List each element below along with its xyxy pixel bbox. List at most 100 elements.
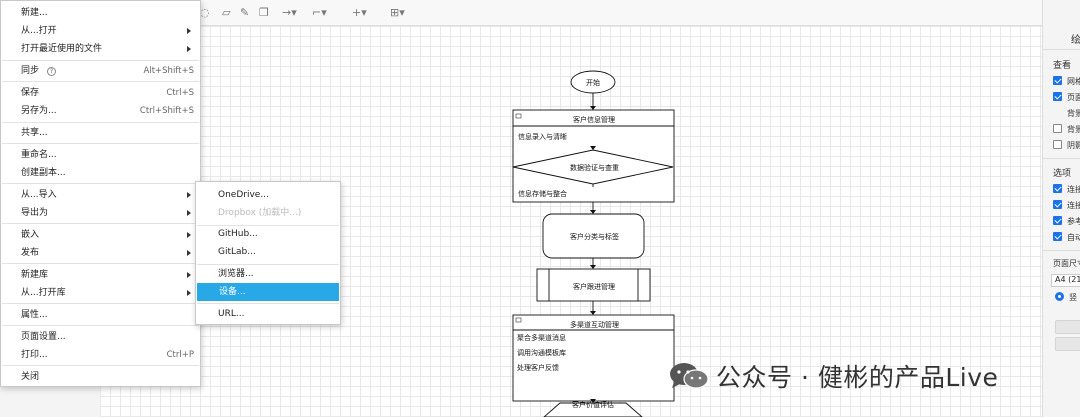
pool2-title: 多渠道互动管理 — [570, 321, 619, 329]
menu-item-open-recent[interactable]: 打开最近使用的文件 — [1, 39, 200, 59]
submenu-item-url[interactable]: URL... — [218, 309, 245, 319]
page-size-select[interactable]: A4 (21 — [1051, 274, 1080, 287]
portrait-radio[interactable] — [1055, 292, 1064, 301]
help-icon[interactable]: ? — [47, 67, 57, 76]
menu-item-close[interactable]: 关闭 — [1, 367, 200, 387]
connection-arrows-label: 连接 — [1067, 185, 1080, 194]
background-label: 背景 — [1067, 109, 1080, 118]
menu-item-new-library[interactable]: 新建库 — [1, 265, 200, 285]
menu-item-label: 新建库 — [21, 270, 49, 280]
menu-item-make-copy[interactable]: 创建副本... — [1, 163, 200, 183]
connection-arrows-checkbox[interactable] — [1053, 184, 1062, 193]
submenu-arrow-icon — [187, 46, 191, 52]
menu-item-label: 保存 — [21, 88, 40, 98]
connection-points-label: 连接 — [1067, 201, 1080, 210]
menu-item-label: 从...打开 — [21, 26, 57, 36]
fill-color-icon[interactable]: ▱ — [222, 6, 231, 19]
menu-item-publish[interactable]: 发布 — [1, 243, 200, 263]
submenu-item-gitlab[interactable]: GitLab... — [218, 247, 256, 257]
submenu-arrow-icon — [187, 232, 191, 238]
menu-item-properties[interactable]: 属性... — [1, 305, 200, 325]
submenu-item-device[interactable]: 设备... — [197, 283, 339, 301]
guides-label: 参考 — [1067, 217, 1080, 226]
menu-item-label: 共享... — [21, 128, 48, 138]
menu-divider — [2, 223, 199, 224]
submenu-divider — [197, 303, 339, 304]
watermark-text: 公众号 · 健彬的产品Live — [716, 363, 999, 392]
grid-checkbox[interactable] — [1053, 76, 1062, 85]
menu-item-export-as[interactable]: 导出为 — [1, 203, 200, 223]
menu-item-save[interactable]: 保存 Ctrl+S — [1, 83, 200, 103]
pool2-row2: 调用沟通模板库 — [517, 349, 566, 357]
menu-item-save-as[interactable]: 另存为...Ctrl+Shift+S — [1, 101, 200, 121]
submenu-item-browser[interactable]: 浏览器... — [218, 269, 254, 279]
line-color-icon[interactable]: ✎ — [240, 6, 250, 19]
import-from-submenu: OneDrive... Dropbox (加载中...) GitHub... G… — [195, 181, 341, 325]
section-options: 选项 — [1053, 169, 1072, 179]
guides-checkbox[interactable] — [1053, 216, 1062, 225]
autosave-checkbox[interactable] — [1053, 232, 1062, 241]
section-view: 查看 — [1053, 61, 1072, 71]
file-menu: 新建... 从...打开 打开最近使用的文件 同步? Alt+Shift+S 保存… — [0, 0, 201, 387]
menu-item-page-setup[interactable]: 页面设置... — [1, 327, 200, 347]
menu-shortcut: Ctrl+S — [166, 88, 194, 98]
wechat-icon — [670, 363, 709, 389]
menu-divider — [2, 122, 199, 123]
menu-item-label: 同步 — [21, 66, 40, 76]
submenu-item-github[interactable]: GitHub... — [218, 229, 258, 239]
grid-label: 网格 — [1067, 77, 1080, 86]
submenu-item-dropbox: Dropbox (加载中...) — [218, 208, 302, 218]
portrait-label: 竖 — [1069, 293, 1077, 302]
panel-title: 绘 — [1071, 35, 1080, 46]
section-page-size: 页面尺寸 — [1053, 259, 1080, 268]
menu-divider — [2, 81, 199, 82]
decision-label: 数据验证与查重 — [570, 164, 619, 172]
submenu-arrow-icon — [187, 290, 191, 296]
page-view-checkbox[interactable] — [1053, 92, 1062, 101]
menu-item-rename[interactable]: 重命名... — [1, 145, 200, 165]
background-image-label: 背景 — [1067, 125, 1080, 134]
menu-item-print[interactable]: 打印...Ctrl+P — [1, 345, 200, 365]
menu-divider — [2, 263, 199, 264]
pool1-title: 客户信息管理 — [573, 116, 615, 124]
menu-shortcut: Ctrl+P — [166, 350, 194, 360]
menu-shortcut: Alt+Shift+S — [143, 66, 194, 76]
menu-item-open-library-from[interactable]: 从...打开库 — [1, 283, 200, 303]
insert-icon[interactable]: +▾ — [352, 6, 367, 19]
undo-icon[interactable]: ◌ — [200, 6, 210, 19]
start-label: 开始 — [586, 79, 600, 87]
waypoints-icon[interactable]: ⌐▾ — [312, 6, 327, 19]
panel-button-2[interactable] — [1055, 337, 1080, 351]
submenu-divider — [197, 225, 339, 226]
menu-item-label: 另存为... — [21, 106, 57, 116]
menu-item-new[interactable]: 新建... — [1, 3, 200, 23]
process-classify — [542, 213, 645, 259]
divider — [1043, 158, 1080, 159]
menu-item-embed[interactable]: 嵌入 — [1, 225, 200, 245]
menu-item-label: 导出为 — [21, 208, 49, 218]
connection-icon[interactable]: →▾ — [282, 6, 297, 19]
menu-item-import-from[interactable]: 从...导入 — [1, 185, 200, 205]
shadow-checkbox[interactable] — [1053, 140, 1062, 149]
menu-item-open-from[interactable]: 从...打开 — [1, 21, 200, 41]
menu-item-label: 嵌入 — [21, 230, 40, 240]
menu-item-label: 属性... — [21, 310, 48, 320]
connection-points-checkbox[interactable] — [1053, 200, 1062, 209]
hexagon-label: 客户价值评估 — [572, 401, 614, 409]
format-panel: 绘 查看 网格 页面 背景 背景 阴影 选项 连接 连接 参考 自动 页面尺寸 … — [1042, 0, 1080, 417]
menu-item-sync[interactable]: 同步? Alt+Shift+S — [1, 61, 200, 81]
background-checkbox[interactable] — [1053, 124, 1062, 133]
process1-label: 客户分类与标签 — [570, 233, 619, 241]
menu-item-label: 从...导入 — [21, 190, 57, 200]
menu-item-share[interactable]: 共享... — [1, 123, 200, 143]
submenu-item-onedrive[interactable]: OneDrive... — [218, 190, 269, 200]
menu-divider — [2, 365, 199, 366]
pool2-row3: 处理客户反馈 — [517, 364, 559, 372]
page-view-label: 页面 — [1067, 93, 1080, 102]
panel-button-1[interactable] — [1055, 320, 1080, 334]
process2-label: 客户跟进管理 — [573, 283, 615, 291]
table-icon[interactable]: ⊞▾ — [390, 6, 405, 19]
shadow-label: 阴影 — [1067, 141, 1080, 150]
shadow-icon[interactable]: ❐ — [259, 6, 269, 19]
